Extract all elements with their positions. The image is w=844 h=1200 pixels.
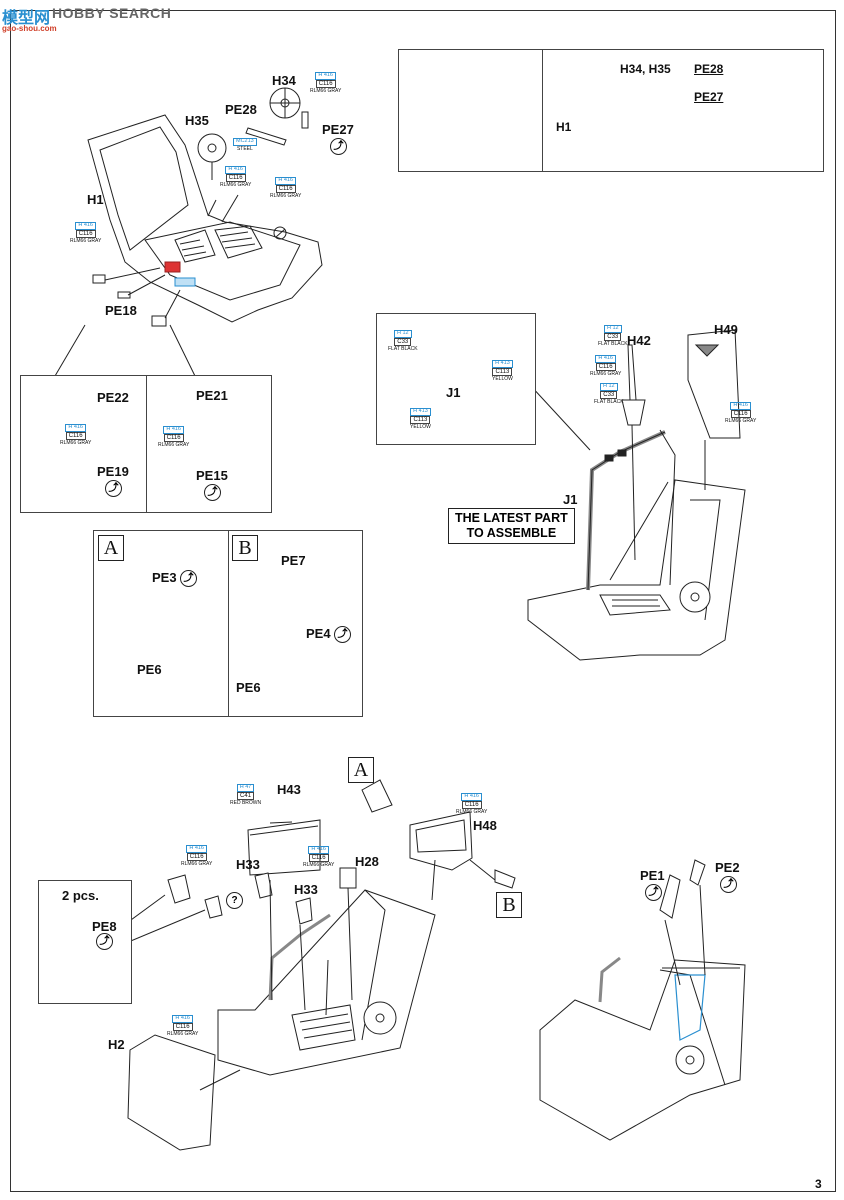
label-pe21: PE21 bbox=[196, 388, 228, 403]
bend-arrow-icon: ⤴ bbox=[105, 480, 122, 497]
label-2-pcs: 2 pcs. bbox=[62, 888, 99, 903]
detail-box-divider bbox=[542, 50, 543, 171]
step4-drawing bbox=[539, 859, 746, 1141]
label-pe2: PE2 bbox=[715, 860, 740, 875]
watermark-en: HOBBY SEARCH bbox=[52, 5, 172, 21]
latest-part-notice: THE LATEST PART TO ASSEMBLE bbox=[448, 508, 575, 544]
watermark-url: gao-shou.com bbox=[2, 24, 57, 33]
bend-arrow-icon: ⤴ bbox=[204, 484, 221, 501]
label-h48: H48 bbox=[473, 818, 497, 833]
label-h33-b: H33 bbox=[294, 882, 318, 897]
label-j1-detail: J1 bbox=[446, 385, 461, 400]
detail-label-h1: H1 bbox=[556, 120, 572, 134]
question-mark-icon: ? bbox=[226, 892, 243, 909]
detail-box bbox=[398, 49, 824, 172]
label-pe4: PE4 bbox=[306, 626, 331, 641]
label-h33-a: H33 bbox=[236, 857, 260, 872]
step3-drawing bbox=[47, 779, 516, 1151]
sub-box-left bbox=[20, 375, 148, 513]
label-pe3: PE3 bbox=[152, 570, 177, 585]
label-h1: H1 bbox=[87, 192, 104, 207]
watermark-cn: 模型网 bbox=[2, 10, 51, 27]
label-pe28: PE28 bbox=[225, 102, 257, 117]
option-box bbox=[93, 530, 363, 717]
label-pe19: PE19 bbox=[97, 464, 129, 479]
label-pe6-a: PE6 bbox=[137, 662, 162, 677]
label-h35: H35 bbox=[185, 113, 209, 128]
bend-arrow-icon: ⤴ bbox=[720, 876, 737, 893]
label-pe6-b: PE6 bbox=[236, 680, 261, 695]
bend-arrow-icon: ⤴ bbox=[334, 626, 351, 643]
option-a-letter: A bbox=[98, 535, 124, 561]
step3-letter-b: B bbox=[496, 892, 522, 918]
label-pe7: PE7 bbox=[281, 553, 306, 568]
bend-arrow-icon: ⤴ bbox=[645, 884, 662, 901]
label-pe18: PE18 bbox=[105, 303, 137, 318]
detail-label-pe27: PE27 bbox=[694, 90, 724, 104]
notice-line-1: THE LATEST PART bbox=[455, 511, 568, 525]
label-h34: H34 bbox=[272, 73, 296, 88]
detail-label-pe28: PE28 bbox=[694, 62, 724, 76]
label-h43: H43 bbox=[277, 782, 301, 797]
label-pe15: PE15 bbox=[196, 468, 228, 483]
option-box-divider bbox=[228, 531, 229, 716]
label-pe1: PE1 bbox=[640, 868, 665, 883]
detail-label-h34-h35: H34, H35 bbox=[620, 62, 671, 76]
page-frame bbox=[10, 10, 836, 1192]
step1-tub-drawing bbox=[54, 87, 323, 377]
step2-drawing bbox=[527, 329, 746, 661]
label-pe22: PE22 bbox=[97, 390, 129, 405]
label-j1: J1 bbox=[563, 492, 578, 507]
bend-arrow-icon: ⤴ bbox=[96, 933, 113, 950]
bend-arrow-icon: ⤴ bbox=[330, 138, 347, 155]
j1-detail-box bbox=[376, 313, 536, 445]
label-h2: H2 bbox=[108, 1037, 125, 1052]
notice-line-2: TO ASSEMBLE bbox=[466, 526, 557, 540]
label-pe8: PE8 bbox=[92, 919, 117, 934]
page-number: 3 bbox=[815, 1177, 822, 1191]
label-h42: H42 bbox=[627, 333, 651, 348]
label-h49: H49 bbox=[714, 322, 738, 337]
label-pe27: PE27 bbox=[322, 122, 354, 137]
pe8-box bbox=[38, 880, 132, 1004]
remove-slash-icon bbox=[273, 226, 290, 243]
step3-letter-a: A bbox=[348, 757, 374, 783]
option-b-letter: B bbox=[232, 535, 258, 561]
label-h28: H28 bbox=[355, 854, 379, 869]
bend-arrow-icon: ⤴ bbox=[180, 570, 197, 587]
